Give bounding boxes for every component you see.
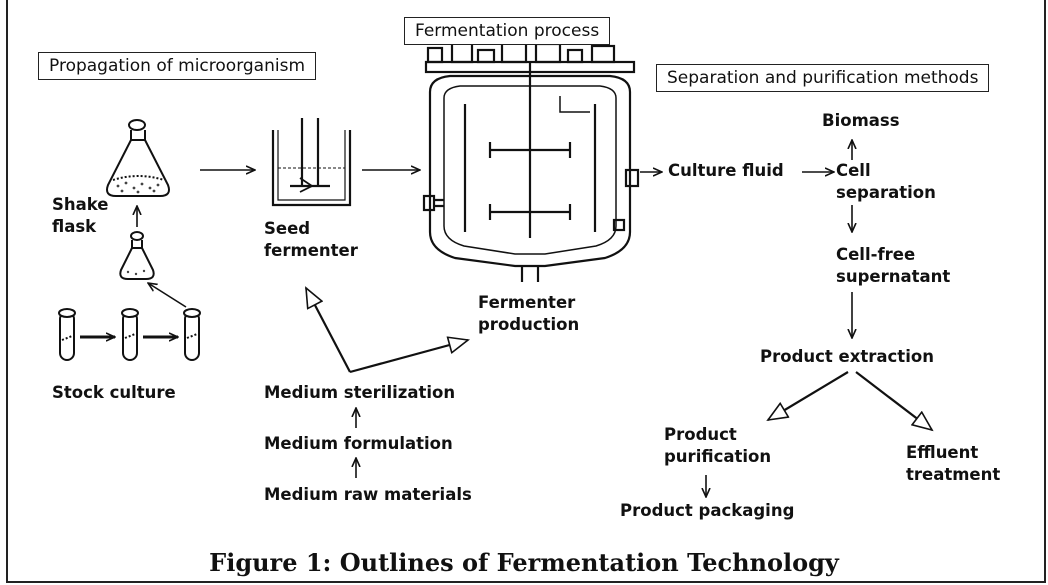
- label-product-packaging: Product packaging: [620, 501, 795, 520]
- label-product-extraction: Product extraction: [760, 347, 934, 366]
- header-separation: Separation and purification methods: [656, 64, 990, 92]
- main-fermenter-icon: [422, 26, 640, 282]
- small-flask-icon: [119, 231, 155, 280]
- label-biomass: Biomass: [822, 111, 900, 130]
- figure-frame: [6, 0, 1046, 583]
- label-culture-fluid: Culture fluid: [668, 161, 784, 180]
- header-fermentation: Fermentation process: [404, 17, 611, 45]
- label-medium-sterilization: Medium sterilization: [264, 383, 456, 402]
- figure-caption: Figure 1: Outlines of Fermentation Techn…: [209, 548, 839, 577]
- test-tube-icons: [58, 308, 201, 361]
- shake-flask-icon: [106, 119, 170, 197]
- seed-fermenter-icon: [271, 118, 352, 207]
- label-medium-raw-materials: Medium raw materials: [264, 485, 472, 504]
- label-stock-culture: Stock culture: [52, 383, 176, 402]
- label-medium-formulation: Medium formulation: [264, 434, 453, 453]
- header-propagation: Propagation of microorganism: [38, 52, 317, 80]
